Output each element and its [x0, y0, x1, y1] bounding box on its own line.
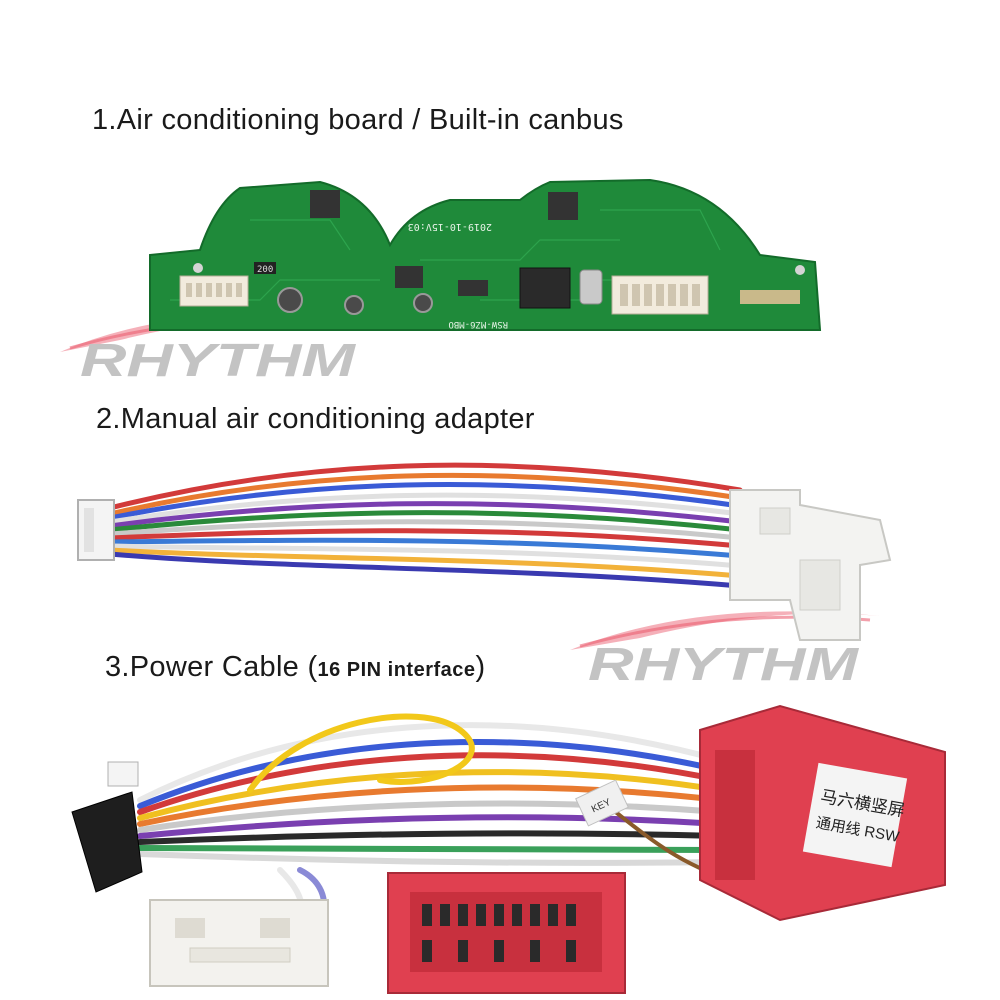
air-conditioning-board: 200 2019-10-15V:03 RSW-MZ6-MBO [149, 178, 822, 331]
watermark-2-text: RHYTHM [588, 638, 860, 690]
board-date-code: 2019-10-15V:03 [408, 221, 492, 232]
section-3-heading: 3.Power Cable (16 PIN interface) [105, 651, 486, 684]
section-3-open-paren: ( [307, 651, 318, 683]
board-resistor-code: 200 [257, 265, 273, 275]
section-2-heading: 2.Manual air conditioning adapter [96, 403, 535, 435]
watermark-1-text: RHYTHM [80, 334, 357, 386]
board-part-code: RSW-MZ6-MBO [448, 319, 508, 329]
section-1-heading: 1.Air conditioning board / Built-in canb… [92, 104, 624, 136]
manual-ac-adapter [77, 462, 892, 641]
section-3-detail: 16 PIN interface [317, 659, 476, 681]
section-3-close-paren: ) [475, 651, 486, 683]
power-cable: 马六横竖屏 通用线 RSW KEY [71, 704, 946, 994]
section-3-title: 3.Power Cable [105, 651, 300, 683]
